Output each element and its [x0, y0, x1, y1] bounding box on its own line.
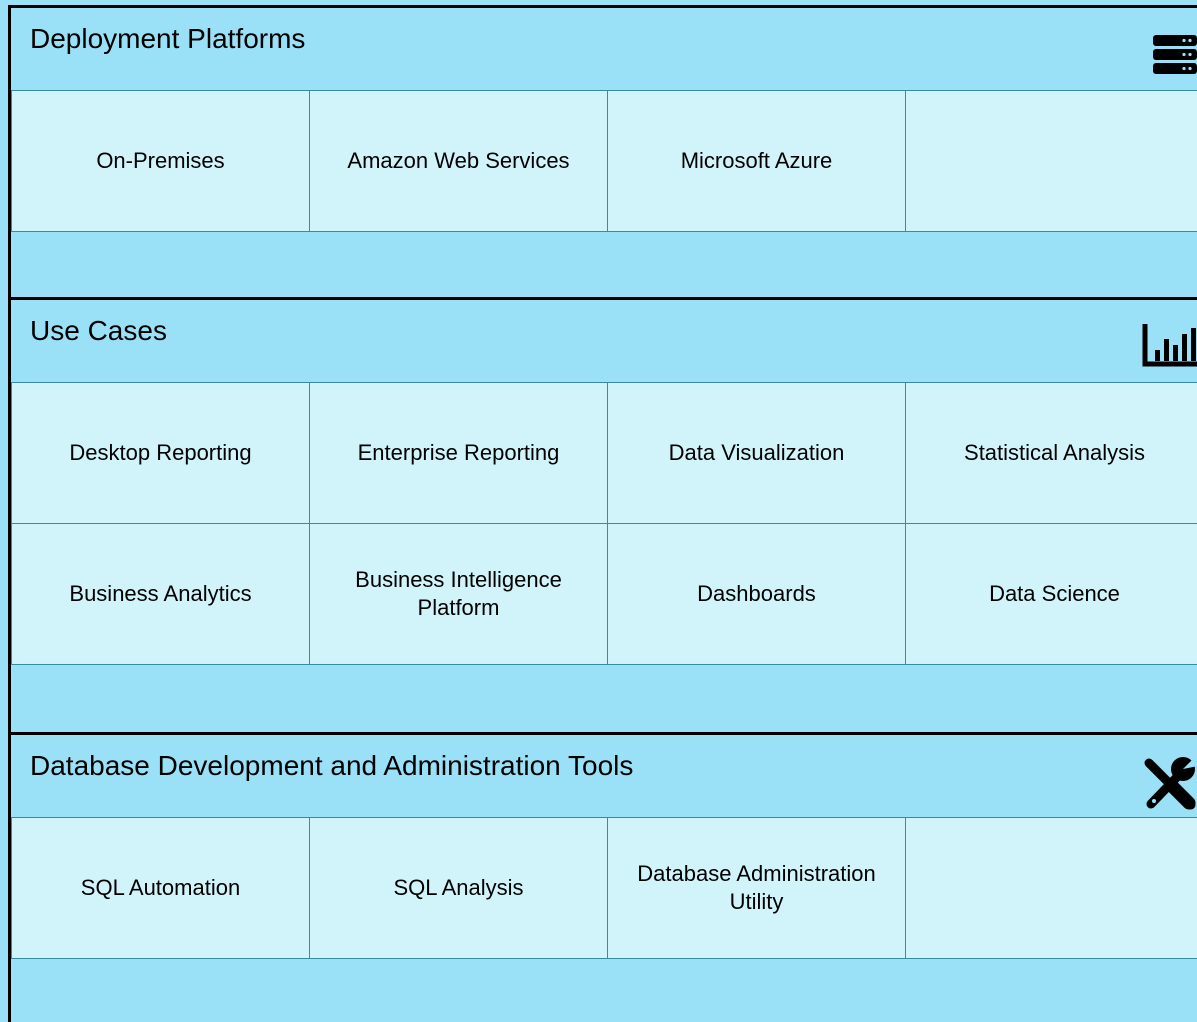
server-icon: [1141, 28, 1197, 84]
tool-cell: [905, 817, 1197, 959]
platform-cell: [905, 90, 1197, 232]
platform-grid: On-Premises Amazon Web Services Microsof…: [11, 90, 1197, 232]
tool-cell: SQL Analysis: [309, 817, 608, 959]
platform-cell: On-Premises: [11, 90, 310, 232]
use-case-cell: Statistical Analysis: [905, 382, 1197, 524]
deployment-platforms-section: Deployment Platforms On-Premises Amazon …: [8, 5, 1197, 298]
section-title: Database Development and Administration …: [30, 750, 634, 781]
use-case-cell: Dashboards: [607, 523, 906, 665]
section-title: Deployment Platforms: [30, 23, 306, 54]
database-tools-section: Database Development and Administration …: [8, 732, 1197, 1022]
use-case-cell: Data Visualization: [607, 382, 906, 524]
use-case-cell: Desktop Reporting: [11, 382, 310, 524]
platform-cell: Microsoft Azure: [607, 90, 906, 232]
use-case-cell: Business Analytics: [11, 523, 310, 665]
use-case-cell: Data Science: [905, 523, 1197, 665]
tools-grid: SQL Automation SQL Analysis Database Adm…: [11, 817, 1197, 959]
use-case-grid: Desktop Reporting Enterprise Reporting D…: [11, 382, 1197, 665]
tool-cell: Database Administration Utility: [607, 817, 906, 959]
tools-icon: [1141, 755, 1197, 811]
platform-cell: Amazon Web Services: [309, 90, 608, 232]
tool-cell: SQL Automation: [11, 817, 310, 959]
use-case-cell: Enterprise Reporting: [309, 382, 608, 524]
use-cases-section: Use Cases Desktop Reporting Enterprise R…: [8, 297, 1197, 734]
section-title: Use Cases: [30, 315, 167, 346]
bar-chart-icon: [1141, 320, 1197, 376]
use-case-cell: Business Intelligence Platform: [309, 523, 608, 665]
